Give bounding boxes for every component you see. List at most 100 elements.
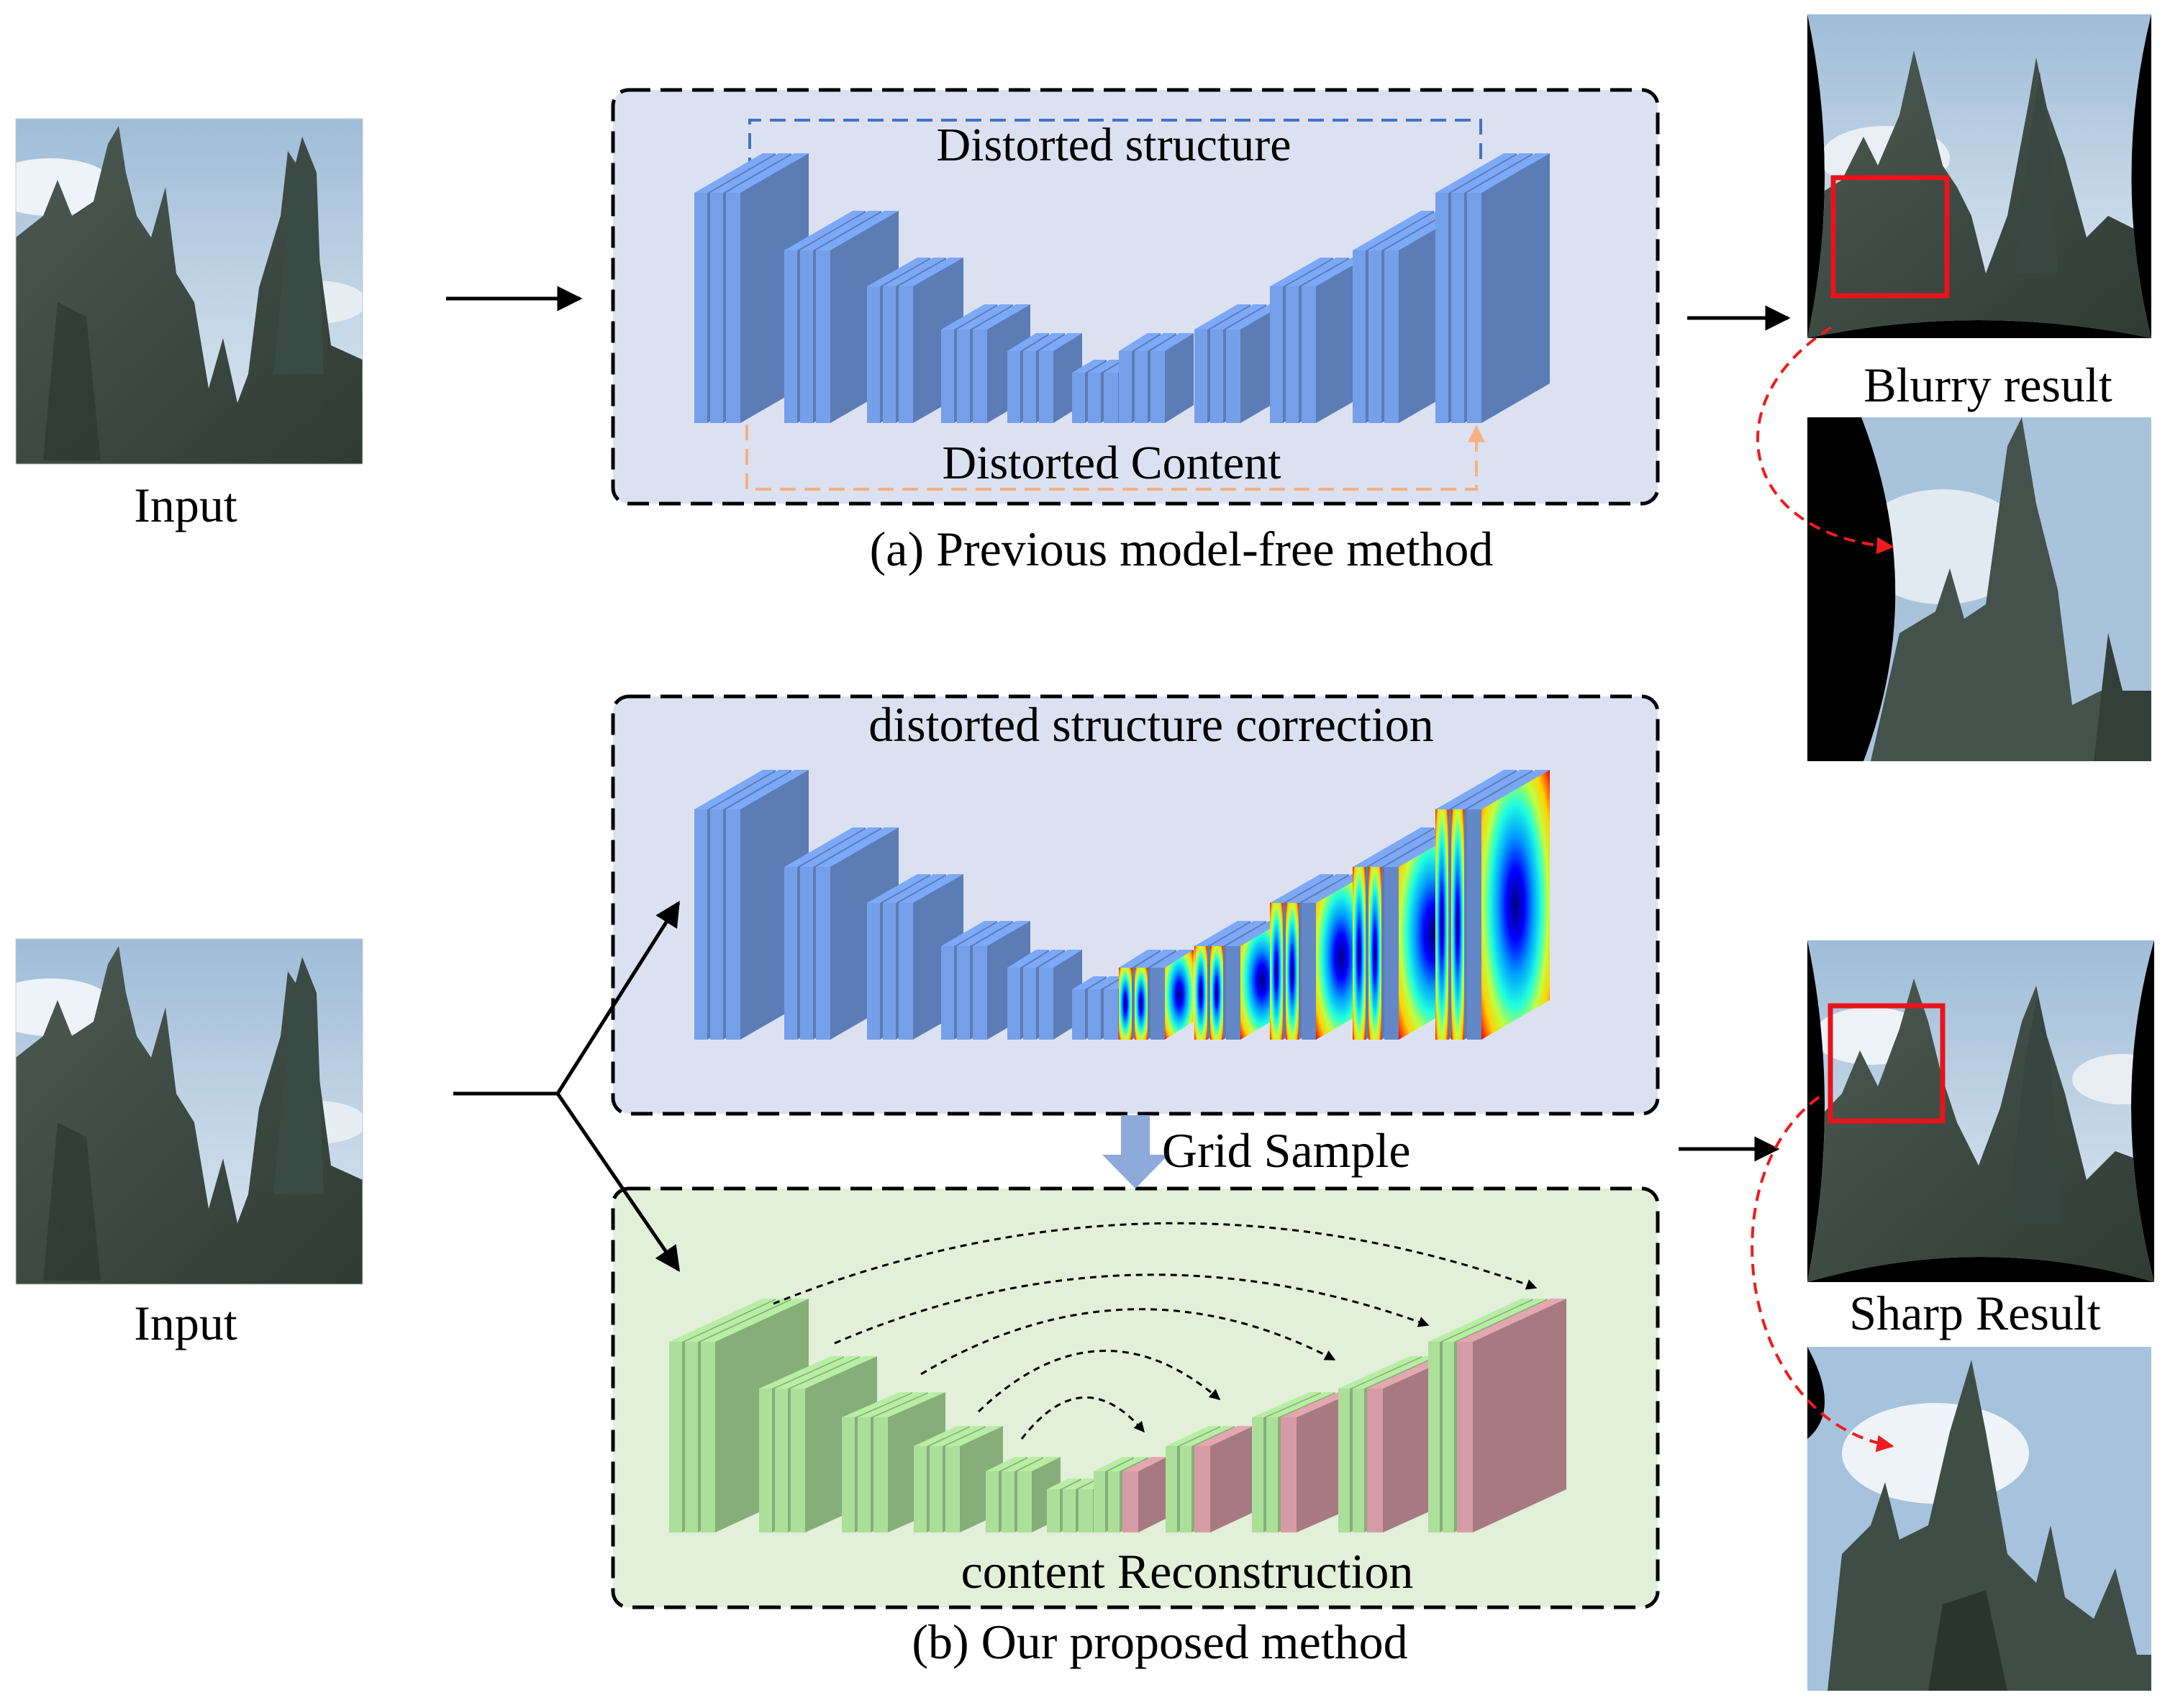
- unet-c-stage-11-plate-1-front: [1428, 1342, 1440, 1532]
- unet-c-stage-4-plate-3-front: [945, 1446, 960, 1532]
- unet-c-stage-1-plate-3-front: [701, 1342, 715, 1532]
- unet-c-stage-4-plate-2-top: [930, 1426, 986, 1446]
- unet-a-stage-10-plate-2-front: [1368, 250, 1381, 423]
- content-skip-arc-4: [977, 1350, 1221, 1413]
- unet-a-stage-11-plate-3-top: [1467, 153, 1550, 193]
- unet-c-stage-10-plate-1-top: [1338, 1356, 1422, 1389]
- unet-b-stage-9-plate-1-top: [1270, 874, 1333, 903]
- unet-a-stage-3-plate-3-front: [899, 286, 913, 423]
- unet-a-stage-9-plate-1-top: [1270, 258, 1333, 286]
- unet-b-stage-2-plate-3-top: [816, 827, 899, 867]
- unet-a-stage-5-plate-2-front: [1023, 351, 1036, 423]
- unet-a-stage-5-plate-3-front: [1039, 351, 1053, 423]
- zoom-arrow-sharp: [1751, 1096, 1894, 1453]
- unet-a-stage-10-plate-1-top: [1353, 211, 1434, 250]
- unet-b-stage-10-plate-1-front: [1353, 867, 1366, 1040]
- unet-a-stage-5-plate-2-top: [1023, 333, 1065, 351]
- unet-a-stage-7-plate-3-side: [1165, 333, 1194, 423]
- unet-c-stage-11-plate-3-front: [1457, 1342, 1473, 1532]
- sharp-result-image: [1807, 940, 2154, 1282]
- unet-b-stage-9-plate-2-top: [1286, 874, 1349, 903]
- unet-c-stage-10-plate-2-top: [1353, 1356, 1436, 1389]
- unet-c-stage-3-plate-2-front: [858, 1417, 871, 1532]
- unet-a-stage-3-plate-1-front: [867, 286, 880, 423]
- unet-b-stage-10-plate-2-front: [1368, 867, 1381, 1040]
- unet-b-stage-10-heatmap-edge: [1384, 867, 1399, 1040]
- unet-c-stage-1-plate-2-top: [685, 1299, 791, 1342]
- unet-b-stage-11-heatmap-face: [1481, 770, 1550, 1040]
- unet-b-stage-2-plate-1-top: [784, 827, 866, 867]
- unet-a-stage-3-plate-2-front: [883, 286, 896, 423]
- unet-b-stage-5-plate-3-top: [1039, 950, 1082, 968]
- unet-c-stage-5-plate-3-top: [1017, 1457, 1061, 1471]
- unet-b-stage-4-plate-3-top: [973, 921, 1030, 946]
- unet-b-stage-7-plate-2-front: [1135, 968, 1148, 1040]
- unet-b-stage-5-plate-1-front: [1007, 968, 1020, 1040]
- unet-b-stage-11-heatmap-top: [1467, 770, 1550, 809]
- unet-a-stage-4-plate-2-top: [957, 304, 1013, 330]
- unet-c-stage-7-plate-3-top: [1122, 1457, 1167, 1471]
- unet-a-stage-11-plate-3-side: [1481, 153, 1550, 423]
- unet-b-stage-5-plate-1-top: [1007, 950, 1049, 968]
- unet-c-stage-6-plate-2-front: [1063, 1489, 1076, 1532]
- unet-a-stage-8-plate-1-front: [1194, 330, 1207, 423]
- unet-a-stage-5-plate-1-front: [1007, 351, 1020, 423]
- unet-a-stage-2-plate-2-front: [800, 250, 813, 423]
- unet-c-stage-6-plate-2-top: [1063, 1478, 1097, 1489]
- unet-b-stage-8-plate-1-front: [1194, 946, 1207, 1040]
- input-image-top-frame: [15, 118, 363, 465]
- unet-a-stage-6-plate-1-front: [1072, 373, 1085, 423]
- unet-c-stage-3-plate-2-top: [858, 1392, 928, 1417]
- unet-a-blocks: [694, 153, 1550, 423]
- unet-a-stage-3-plate-3-top: [899, 258, 963, 286]
- panel-a-skip-bottom-label: Distorted Content: [942, 437, 1281, 489]
- unet-c-stage-4-plate-2-front: [930, 1446, 943, 1532]
- unet-c-stage-9-plate-3-top: [1281, 1392, 1354, 1417]
- unet-c-stage-8-plate-3-top: [1194, 1426, 1253, 1446]
- unet-a-stage-6-plate-3-front: [1104, 373, 1118, 423]
- fork-arrows: [453, 901, 681, 1272]
- unet-b-stage-2-plate-1-front: [784, 867, 797, 1040]
- unet-c-stage-4-plate-3: [945, 1426, 1003, 1532]
- unet-c-stage-3-plate-3-top: [873, 1392, 945, 1417]
- unet-c-stage-3-plate-1-front: [842, 1417, 855, 1532]
- unet-a-stage-11-plate-2-front: [1451, 193, 1464, 423]
- unet-c-stage-11-plate-3-top: [1457, 1299, 1566, 1342]
- unet-b-stage-7-plate-2-top: [1135, 950, 1176, 968]
- unet-b-stage-11-plate-1-top: [1435, 770, 1517, 809]
- unet-b-stage-4-plate-1-front: [941, 946, 954, 1040]
- zoom-arrow-blurry: [1756, 326, 1894, 555]
- unet-a-stage-3-plate-1-top: [867, 258, 930, 286]
- content-skip-arc-5: [1020, 1396, 1145, 1440]
- unet-b-stage-7-heatmap: [1150, 950, 1194, 1040]
- unet-a-stage-2-plate-1-front: [784, 250, 797, 423]
- content-skip-arc-3: [920, 1308, 1336, 1376]
- unet-c-stage-11-plate-2-top: [1443, 1299, 1548, 1342]
- unet-a-stage-4-plate-3-front: [973, 330, 987, 423]
- unet-b-stage-8-heatmap-top: [1226, 921, 1284, 946]
- unet-c-stage-9-plate-3-front: [1281, 1417, 1297, 1532]
- unet-a-stage-5-plate-3-top: [1039, 333, 1082, 351]
- unet-c-stage-3-plate-1-top: [842, 1392, 912, 1417]
- unet-c-stage-7-plate-2-top: [1108, 1457, 1148, 1471]
- unet-c-stage-3-plate-3-front: [873, 1417, 888, 1532]
- unet-b-stage-2-plate-3-front: [816, 867, 830, 1040]
- unet-c-stage-11-plate-3-side: [1473, 1299, 1566, 1532]
- unet-b-stage-3-plate-3-top: [899, 874, 963, 903]
- grid-sample-arrow: [1102, 1115, 1168, 1189]
- unet-b-stage-2-plate-2-front: [800, 867, 813, 1040]
- unet-a-stage-7-plate-3-front: [1150, 351, 1165, 423]
- unet-a-stage-5-plate-1-top: [1007, 333, 1049, 351]
- unet-b-stage-11-plate-2-front: [1451, 809, 1464, 1040]
- unet-c-stage-10-plate-1-front: [1338, 1389, 1350, 1532]
- unet-a-stage-11-plate-1-front: [1435, 193, 1448, 423]
- unet-b-stage-8-plate-2-front: [1210, 946, 1223, 1040]
- unet-a-stage-9-plate-3-front: [1302, 286, 1316, 423]
- unet-b-stage-8-plate-1-top: [1194, 921, 1250, 946]
- unet-b-stage-3-plate-2-front: [883, 903, 896, 1040]
- sharp-highlight-box: [1828, 1003, 1946, 1124]
- unet-c-stage-8-plate-2-top: [1180, 1426, 1235, 1446]
- unet-a-stage-7-plate-2-top: [1135, 333, 1176, 351]
- unet-b-stage-7-heatmap-top: [1150, 950, 1194, 968]
- unet-b-stage-10-plate-1-top: [1353, 827, 1434, 867]
